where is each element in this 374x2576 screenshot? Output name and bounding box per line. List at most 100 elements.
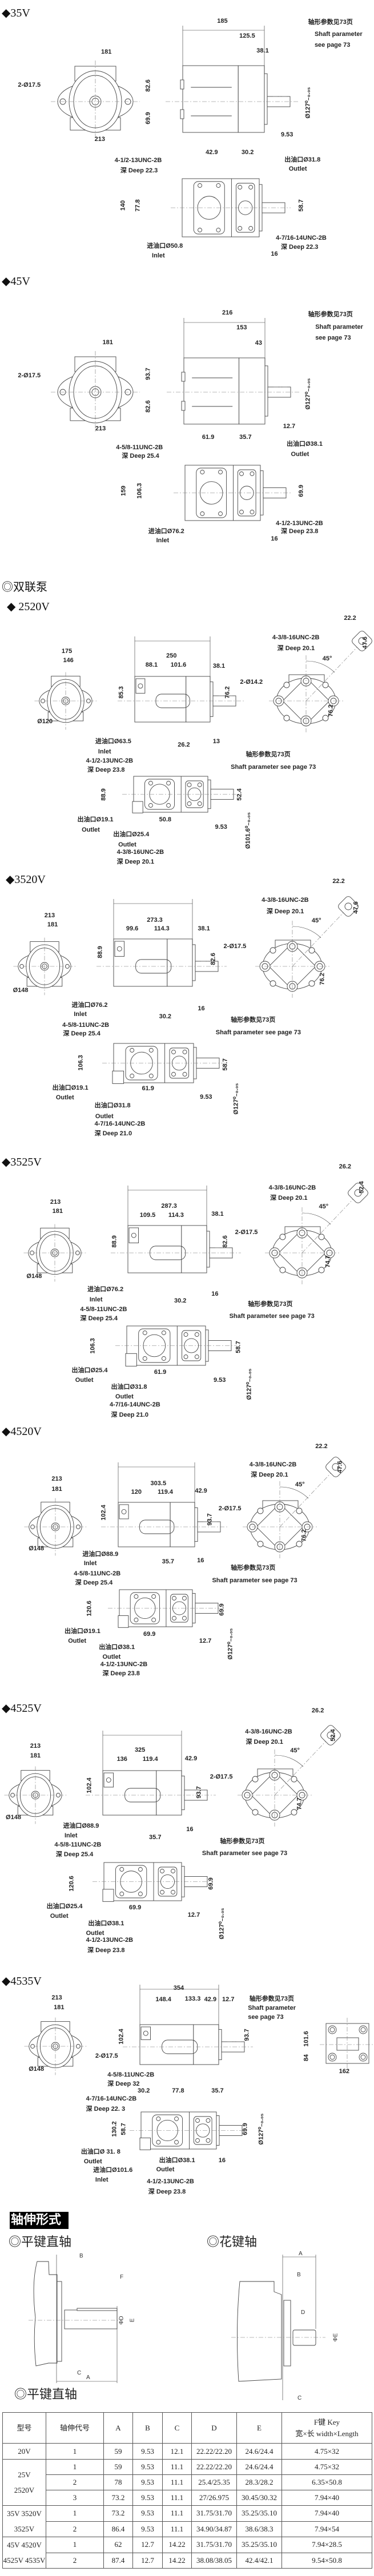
shaft-dimension-letter: C	[297, 2395, 302, 2401]
mount-plate	[210, 682, 214, 717]
dimension-label: Inlet	[156, 537, 170, 544]
dimension-label: 4-7/16-14UNC-2B	[276, 235, 327, 241]
bolt-hole	[296, 1507, 303, 1514]
bolt-hole	[283, 682, 290, 688]
table-cell: 62	[103, 2537, 133, 2553]
table-cell: 25.4/25.35	[191, 2474, 237, 2490]
dimension-label: 进油口Ø76.2	[148, 528, 184, 535]
table-cell: 1	[46, 2443, 104, 2460]
table-cell: 4.75×32	[281, 2459, 372, 2475]
bolt-hole	[182, 1616, 187, 1620]
dimension-label: 4-3/8-16UNC-2B	[262, 897, 309, 904]
dimension-label: 深 Deep 25.4	[75, 1579, 113, 1586]
table-cell: 9.54×50.8	[281, 2552, 372, 2569]
dimension-label: 深 Deep 21.0	[94, 1130, 132, 1137]
dimension-label: 4-1/2-13UNC-2B	[276, 520, 323, 527]
dimension-label: 2-Ø17.5	[218, 1505, 242, 1512]
table-cell: 73.2	[103, 2490, 133, 2506]
dimension-label: 出油口Ø38.1	[159, 2157, 195, 2164]
dimension-label: 2-Ø17.5	[223, 943, 247, 950]
outlet-flange-detail	[352, 631, 372, 651]
dimension-label: 出油口Ø 31. 8	[81, 2148, 120, 2155]
outlet-port-block	[132, 801, 143, 813]
dimension-label: 16	[271, 535, 278, 542]
dimension-label: 69.9	[218, 1603, 226, 1616]
dimension-label: 125.5	[239, 33, 255, 39]
dimension-label: 深 Deep 23.8	[87, 767, 125, 773]
dimension-label: 9.53	[200, 1094, 212, 1100]
dimension-label: 42.9	[206, 149, 218, 156]
dimension-label: 4-3/8-16UNC-2B	[116, 849, 164, 856]
bolt-hole	[148, 1074, 154, 1078]
dimension-label: 52.4	[329, 1729, 337, 1741]
dimension-label: 35.7	[162, 1558, 175, 1565]
outlet-flange-detail	[348, 1183, 368, 1203]
bolt-hole-inner	[360, 2027, 366, 2033]
bolt-hole	[182, 1050, 187, 1054]
dimension-label: 69.9	[242, 2123, 249, 2135]
bolt-hole	[183, 1332, 188, 1337]
key-header-line: 宽×长 width×Length	[295, 2429, 359, 2438]
dimension-label: 16	[197, 1557, 204, 1564]
dimension-label: 出油口Ø38.1	[88, 1920, 124, 1927]
shaft-dimension-letter: C	[77, 2370, 82, 2376]
dimension-label: Inlet	[74, 1011, 87, 1018]
outlet-hole	[344, 902, 352, 910]
outlet-hole	[327, 1731, 335, 1739]
table-cell: 78	[103, 2474, 133, 2490]
bolt-hole	[187, 801, 192, 806]
angle-arc	[305, 660, 335, 673]
bolt-hole	[130, 1074, 135, 1078]
bolt-hole	[142, 1356, 147, 1361]
dimension-label: Inlet	[98, 748, 111, 755]
flat-key-shaft	[64, 2309, 118, 2329]
bolt-hole	[198, 228, 202, 232]
drawing-line	[305, 643, 361, 702]
dimension-label: 45°	[322, 655, 332, 662]
dimension-label: Shaft parameter	[248, 2005, 296, 2011]
bolt-hole	[174, 2140, 179, 2144]
dimension-label: Ø127⁰₋₀.₀₅	[246, 1368, 253, 1400]
table-cell: 9.53	[132, 2521, 163, 2537]
dimension-label: 47.6	[336, 1461, 344, 1473]
bolt-hole	[250, 471, 255, 476]
model-cell: 20V	[2, 2443, 46, 2460]
dimension-label: 轴形参数见73页	[231, 1565, 276, 1571]
dimension-label: 进油口Ø76.2	[87, 1286, 124, 1293]
dimension-label: 4-5/8-11UNC-2B	[80, 1306, 127, 1313]
dimension-label: 130.2	[111, 2121, 118, 2137]
bolt-hole	[197, 783, 202, 787]
dimension-label: 61.9	[202, 434, 215, 441]
dimension-label: 35.7	[211, 2087, 224, 2094]
dimension-label: 30.2	[159, 1013, 172, 1020]
mount-plate	[218, 2029, 222, 2061]
dimension-label: 2-Ø17.5	[18, 372, 41, 379]
dimension-label: Outlet	[82, 827, 100, 833]
dimension-label: see page 73	[314, 42, 351, 49]
dimension-label: 213	[51, 1476, 62, 1482]
dimension-label: 153	[236, 324, 247, 331]
pump-cover	[193, 2024, 219, 2065]
dimension-label: 102.4	[118, 2029, 125, 2045]
dimension-label: 4-5/8-11UNC-2B	[54, 1841, 102, 1848]
dimension-label: 93.7	[243, 2029, 251, 2041]
dimension-label: Shaft parameter see page 73	[229, 1313, 315, 1320]
table-cell: 7.94×54	[281, 2521, 372, 2537]
table-cell: 24.6/24.4	[236, 2443, 282, 2460]
outlet-port-block	[119, 1504, 129, 1519]
column-header: D	[191, 2412, 237, 2444]
outlet-hole	[332, 1463, 340, 1471]
dimension-label: 出油口Ø31.8	[284, 156, 321, 163]
outlet-hole	[354, 1189, 362, 1197]
bolt-hole	[252, 1776, 259, 1783]
dimension-label: 82.6	[144, 79, 152, 92]
bolt-hole	[200, 470, 205, 474]
dimension-label: 4-5/8-11UNC-2B	[116, 444, 163, 451]
dimension-label: Ø148	[26, 1273, 42, 1280]
bolt-hole	[198, 183, 202, 188]
dimension-label: 4-7/16-14UNC-2B	[86, 2095, 137, 2102]
shaft-dimension-letter: B	[79, 2253, 83, 2259]
angle-arc	[292, 926, 321, 938]
